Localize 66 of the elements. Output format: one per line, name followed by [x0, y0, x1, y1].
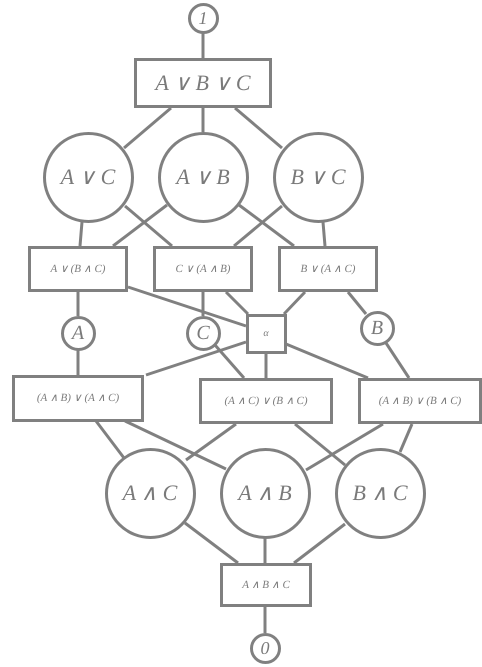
connector-line — [398, 423, 414, 453]
node-label: 0 — [260, 639, 270, 657]
node-label: B ∨ C — [290, 166, 346, 188]
connector-line — [202, 292, 204, 316]
connector-line — [146, 340, 246, 376]
connector-line — [124, 420, 227, 470]
connector-line — [76, 292, 80, 316]
node-label: B ∧ C — [352, 482, 408, 504]
node-label: A ∨ B — [176, 166, 230, 188]
connector-line — [224, 290, 250, 316]
connector-line — [322, 222, 326, 246]
connector-line — [185, 422, 237, 462]
connector-line — [78, 222, 84, 246]
lattice-box — [278, 246, 378, 292]
connector-line — [233, 204, 283, 248]
node-label: (A ∧ B) ∨ (B ∧ C) — [378, 396, 462, 406]
node-label: C ∨ (A ∧ B) — [176, 264, 230, 274]
connector-line — [112, 204, 168, 248]
lattice-box — [28, 246, 128, 292]
connector-line — [238, 204, 295, 248]
node-label: A ∧ C — [122, 482, 178, 504]
lattice-box — [12, 374, 144, 422]
connector-line — [184, 522, 239, 564]
node-label: A ∨ C — [60, 166, 116, 188]
lattice-box — [358, 378, 482, 424]
node-label: A — [72, 323, 84, 343]
lattice-circle — [60, 316, 96, 350]
node-label: C — [196, 323, 210, 343]
connector-line — [202, 108, 204, 132]
node-label: A ∧ B — [238, 482, 292, 504]
node-label: A ∨ B ∨ C — [155, 72, 251, 94]
connector-line — [128, 286, 246, 328]
node-label: B — [370, 318, 384, 338]
connector-line — [293, 522, 346, 564]
connector-line — [264, 538, 266, 563]
lattice-circle — [186, 316, 220, 350]
lattice-box — [134, 58, 272, 108]
node-label: α — [263, 329, 269, 339]
connector-line — [346, 291, 368, 315]
lattice-box — [199, 378, 333, 424]
connector-line — [94, 420, 126, 459]
connector-line — [202, 33, 204, 58]
node-label: A ∨ (B ∧ C) — [50, 264, 106, 274]
connector-line — [264, 354, 268, 378]
connector-line — [123, 106, 172, 150]
connector-line — [384, 342, 410, 379]
connector-line — [294, 422, 346, 466]
connector-line — [282, 290, 306, 316]
connector-line — [214, 344, 246, 379]
connector-line — [124, 204, 173, 248]
node-label: (A ∧ C) ∨ (B ∧ C) — [224, 396, 308, 406]
node-label: A ∧ B ∧ C — [242, 580, 290, 590]
lattice-box — [153, 246, 253, 292]
node-label: 1 — [198, 9, 208, 27]
lattice-box — [220, 563, 312, 607]
connector-line — [305, 422, 384, 472]
connector-line — [285, 342, 369, 380]
connector-line — [264, 607, 266, 633]
lattice-circle — [360, 310, 394, 346]
lattice-circle — [250, 632, 280, 664]
node-label: (A ∧ B) ∨ (A ∧ C) — [36, 392, 120, 404]
connector-line — [234, 106, 283, 150]
connector-line — [76, 350, 80, 375]
lattice-circle — [188, 2, 218, 34]
node-label: B ∨ (A ∧ C) — [300, 264, 356, 274]
lattice-box — [246, 314, 286, 354]
